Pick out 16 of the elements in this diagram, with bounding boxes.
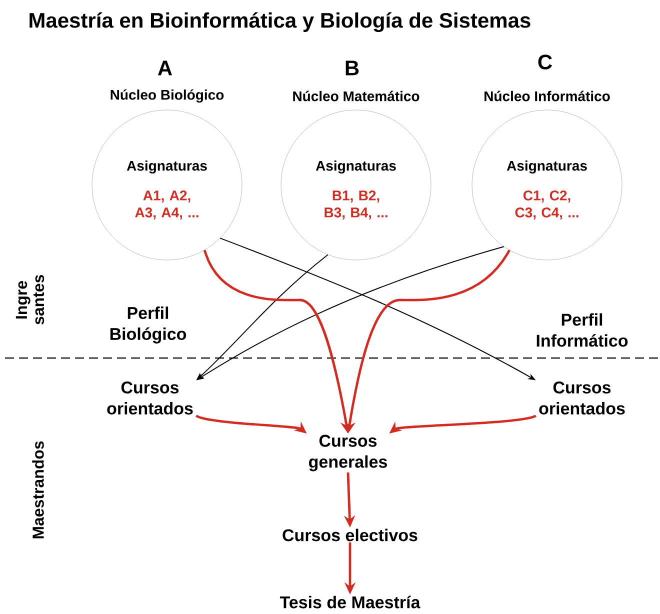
- stage-text: Cursos electivos: [282, 528, 418, 542]
- stage-text: Perfil Informático: [536, 313, 628, 347]
- side-label: Ingre santes: [16, 274, 44, 324]
- stage-text: Cursos generales: [309, 434, 387, 472]
- circle-heading: Núcleo Informático: [484, 90, 610, 102]
- stage-text: Cursos orientados: [107, 381, 193, 415]
- circle-heading: Núcleo Matemático: [293, 90, 420, 102]
- stage-text: Cursos orientados: [539, 381, 625, 415]
- title: Maestría en Bioinformática y Biología de Sistemas: [30, 12, 530, 32]
- column-letter: C: [538, 54, 552, 70]
- column-letter: A: [158, 60, 172, 76]
- side-label: Maestrandos: [32, 441, 44, 538]
- circle-heading: Núcleo Biológico: [110, 89, 224, 103]
- column-letter: B: [346, 60, 359, 76]
- stage-text: Tesis de Maestría: [280, 596, 420, 608]
- stage-text: Perfil Biológico: [110, 306, 186, 344]
